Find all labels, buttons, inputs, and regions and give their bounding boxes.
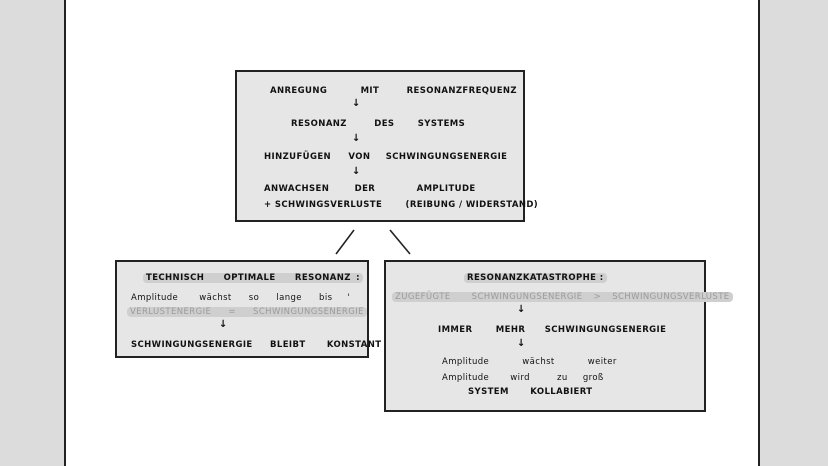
down-arrow-icon: ↓ xyxy=(517,304,526,315)
word-waechst: wächst xyxy=(199,293,232,303)
left-line-2: VERLUSTENERGIE = SCHWINGUNGSENERGIE xyxy=(127,307,367,317)
down-arrow-icon: ↓ xyxy=(219,319,228,330)
right-line-1-highlight: ZUGEFÜGTE SCHWINGUNGSENERGIE > SCHWINGUN… xyxy=(392,292,733,302)
word-zu: zu xyxy=(557,373,568,383)
word-immer: IMMER xyxy=(438,325,473,335)
right-line-4: Amplitude wird zu groß xyxy=(442,373,604,383)
top-line-1: ANREGUNG MIT RESONANZFREQUENZ xyxy=(270,86,517,96)
word-hinzufuegen: HINZUFÜGEN xyxy=(264,152,332,162)
right-line-5: SYSTEM KOLLABIERT xyxy=(468,387,593,397)
top-line-3: HINZUFÜGEN VON SCHWINGUNGSENERGIE xyxy=(264,152,507,162)
word-amplitude: Amplitude xyxy=(442,373,490,383)
down-arrow-icon: ↓ xyxy=(352,98,361,109)
word-schwingungsenergie: SCHWINGUNGSENERGIE xyxy=(544,325,667,335)
top-line-4: ANWACHSEN DER AMPLITUDE xyxy=(264,184,476,194)
right-title: RESONANZKATASTROPHE : xyxy=(464,273,607,283)
word-schwingungsenergie: SCHWINGUNGSENERGIE xyxy=(471,292,583,302)
word-mit: MIT xyxy=(360,86,380,96)
word-wird: wird xyxy=(510,373,530,383)
top-box-resonance-process: ANREGUNG MIT RESONANZFREQUENZ ↓ RESONANZ… xyxy=(235,70,538,222)
left-box-optimal-resonance: TECHNISCH OPTIMALE RESONANZ : Amplitude … xyxy=(115,260,381,358)
word-anregung: ANREGUNG xyxy=(270,86,328,96)
word-schwingungsenergie: SCHWINGUNGSENERGIE xyxy=(385,152,508,162)
left-result: SCHWINGUNGSENERGIE BLEIBT KONSTANT xyxy=(131,340,381,350)
right-margin-panel xyxy=(758,0,828,466)
word-reibung-widerstand: (REIBUNG / WIDERSTAND) xyxy=(405,200,539,210)
equals-sign: = xyxy=(228,307,236,317)
top-line-5: + SCHWINGSVERLUSTE (REIBUNG / WIDERSTAND… xyxy=(264,200,538,210)
word-optimale: OPTIMALE xyxy=(223,273,276,283)
title-colon: : xyxy=(356,273,360,283)
word-schwingungsverluste: SCHWINGUNGSVERLUSTE xyxy=(612,292,730,302)
word-bis: bis xyxy=(319,293,333,303)
word-lange: lange xyxy=(276,293,302,303)
word-des: DES xyxy=(374,119,395,129)
left-line-1: Amplitude wächst so lange bis ' xyxy=(131,293,350,303)
left-line-2-highlight: VERLUSTENERGIE = SCHWINGUNGSENERGIE xyxy=(127,307,367,317)
right-line-2: IMMER MEHR SCHWINGUNGSENERGIE xyxy=(438,325,666,335)
word-resonanzfrequenz: RESONANZFREQUENZ xyxy=(406,86,518,96)
word-der: DER xyxy=(354,184,376,194)
connector-left xyxy=(335,229,355,255)
word-waechst: wächst xyxy=(522,357,555,367)
right-line-3: Amplitude wächst weiter xyxy=(442,357,617,367)
left-title-highlight: TECHNISCH OPTIMALE RESONANZ : xyxy=(143,273,363,283)
word-von: VON xyxy=(348,152,371,162)
word-resonanz: RESONANZ xyxy=(294,273,351,283)
word-anwachsen: ANWACHSEN xyxy=(264,184,330,194)
word-schwingungsenergie: SCHWINGUNGSENERGIE xyxy=(253,307,364,317)
word-schwingsverluste: + SCHWINGSVERLUSTE xyxy=(264,200,383,210)
word-weiter: weiter xyxy=(587,357,617,367)
word-zugefuegte: ZUGEFÜGTE xyxy=(395,292,451,302)
left-title: TECHNISCH OPTIMALE RESONANZ : xyxy=(143,273,363,283)
right-title-highlight: RESONANZKATASTROPHE : xyxy=(464,273,607,283)
word-konstant: KONSTANT xyxy=(326,340,382,350)
word-technisch: TECHNISCH xyxy=(146,273,205,283)
down-arrow-icon: ↓ xyxy=(517,338,526,349)
right-line-1: ZUGEFÜGTE SCHWINGUNGSENERGIE > SCHWINGUN… xyxy=(392,292,733,302)
down-arrow-icon: ↓ xyxy=(352,133,361,144)
connector-right xyxy=(389,229,411,255)
word-system: SYSTEM xyxy=(468,387,509,397)
word-verlustenergie: VERLUSTENERGIE xyxy=(130,307,212,317)
word-kollabiert: KOLLABIERT xyxy=(530,387,593,397)
word-amplitude: Amplitude xyxy=(442,357,490,367)
word-so: so xyxy=(248,293,260,303)
down-arrow-icon: ↓ xyxy=(352,166,361,177)
top-line-2: RESONANZ DES SYSTEMS xyxy=(291,119,465,129)
greater-than-sign: > xyxy=(593,292,602,302)
left-margin-panel xyxy=(0,0,66,466)
word-gross: groß xyxy=(582,373,604,383)
word-mehr: MEHR xyxy=(495,325,526,335)
right-box-resonance-catastrophe: RESONANZKATASTROPHE : ZUGEFÜGTE SCHWINGU… xyxy=(384,260,733,412)
word-systems: SYSTEMS xyxy=(417,119,466,129)
word-amplitude: Amplitude xyxy=(131,293,179,303)
word-amplitude: AMPLITUDE xyxy=(416,184,476,194)
word-apostrophe: ' xyxy=(347,293,351,303)
word-resonanz: RESONANZ xyxy=(291,119,347,129)
word-bleibt: BLEIBT xyxy=(270,340,306,350)
word-schwingungsenergie: SCHWINGUNGSENERGIE xyxy=(131,340,253,350)
